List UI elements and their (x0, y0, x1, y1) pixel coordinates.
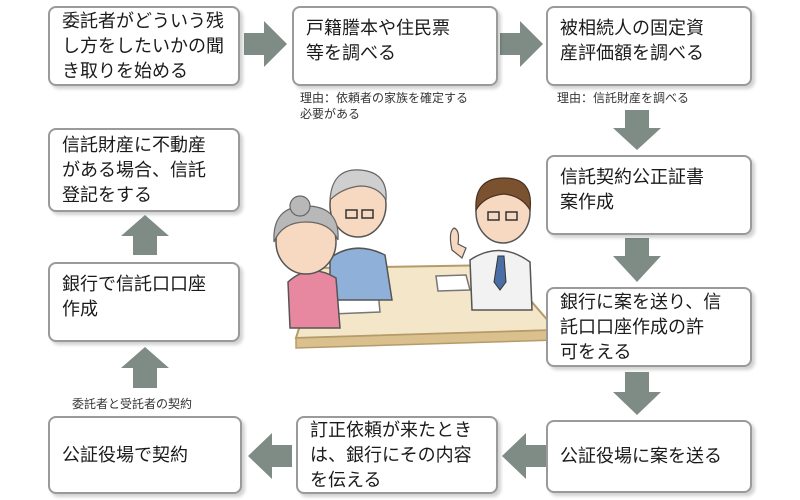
arrow-down-1 (613, 110, 661, 150)
glasses-icon (487, 211, 500, 221)
step-open-trust-account: 銀行で信託口口座 作成 (48, 262, 240, 342)
pointing-hand-icon (449, 227, 467, 259)
note-contract-parties: 委託者と受託者の契約 (72, 397, 193, 411)
arrow-right-2 (500, 21, 543, 67)
arrow-left-2 (248, 433, 292, 479)
arrow-down-2 (613, 238, 661, 282)
elderly-woman-hair-bun (289, 195, 311, 217)
step-bank-approval: 銀行に案を送り、信 託口口座作成の許 可をえる (546, 287, 752, 367)
glasses-icon (361, 209, 374, 219)
elderly-man-hair (329, 169, 387, 203)
advisor-hair (475, 177, 532, 213)
step-trust-registration: 信託財産に不動産 がある場合、信託 登記をする (48, 128, 240, 212)
elderly-woman-hair (273, 205, 339, 243)
note-property-reason: 理由：信託財産を調べる (557, 91, 690, 105)
elderly-woman-body (287, 270, 341, 329)
step-relay-corrections: 訂正依頼が来たとき は、銀行にその内容 を伝える (296, 416, 498, 494)
step-notary-contract: 公証役場で契約 (48, 416, 242, 494)
arrow-right-1 (244, 21, 287, 67)
step-listen-to-client: 委託者がどういう残 し方をしたいかの聞 き取りを始める (48, 6, 240, 86)
step-check-family-register: 戸籍謄本や住民票 等を調べる (292, 6, 498, 86)
arrow-left-1 (502, 433, 546, 479)
step-check-property-value: 被相続人の固定資 産評価額を調べる (546, 6, 752, 86)
step-draft-trust-deed: 信託契約公正証書 案作成 (546, 155, 752, 235)
advisor-tie (493, 255, 507, 291)
elderly-man-body (329, 247, 393, 301)
glasses-icon (345, 209, 358, 219)
step-send-to-notary: 公証役場に案を送る (546, 420, 752, 493)
note-family-reason: 理由：依頼者の家族を確定する 必要がある (300, 91, 469, 121)
glasses-icon (505, 211, 518, 221)
arrow-up-2 (121, 215, 169, 255)
document-sheet (435, 274, 471, 292)
arrow-down-3 (613, 372, 661, 415)
arrow-up-1 (121, 347, 169, 388)
